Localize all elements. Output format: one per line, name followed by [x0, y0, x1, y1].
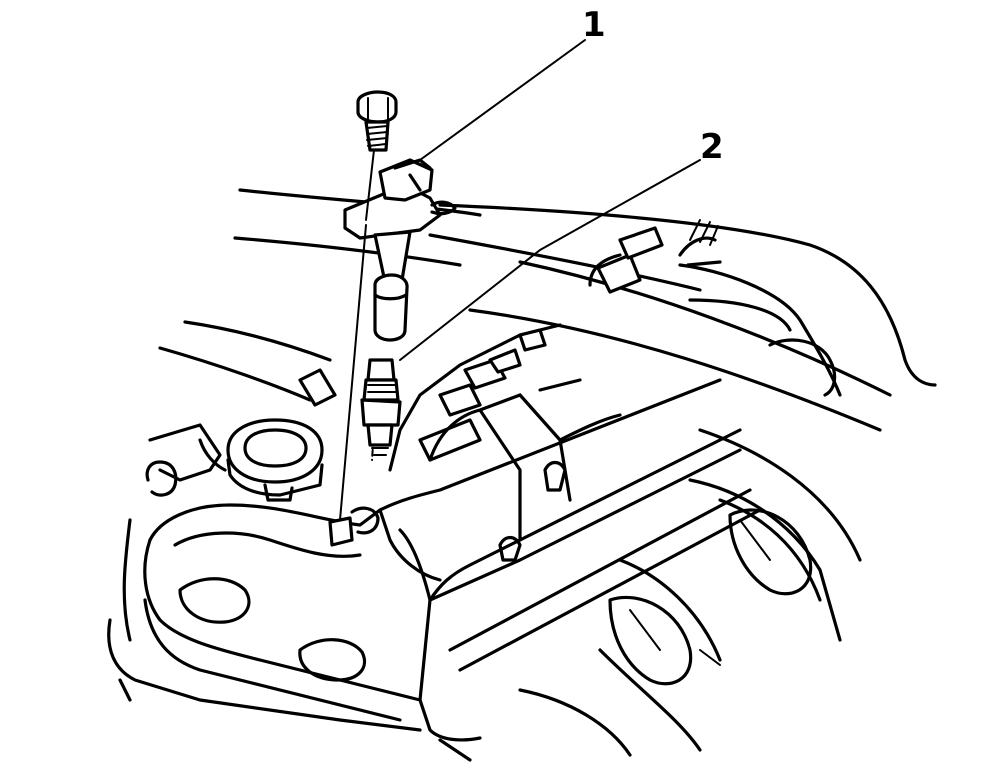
- ignition-coil: [343, 158, 457, 342]
- leader-line-2: [399, 159, 701, 361]
- cam-cover-ribs: [388, 323, 622, 562]
- callout-2: 2: [700, 127, 724, 167]
- valve-cover: [143, 378, 762, 742]
- leader-line-1: [419, 39, 586, 161]
- intake-hoses: [158, 188, 937, 432]
- callout-1: 1: [582, 5, 606, 45]
- spark-plug: [360, 358, 402, 461]
- rear-coil: [588, 219, 722, 294]
- bolt-hole: [328, 224, 380, 547]
- intake-manifold: [518, 263, 862, 757]
- leader-lines: [399, 39, 701, 361]
- oil-filler-cap: [226, 418, 324, 502]
- mounting-bolt: [356, 90, 398, 221]
- front-left-components: [107, 368, 472, 762]
